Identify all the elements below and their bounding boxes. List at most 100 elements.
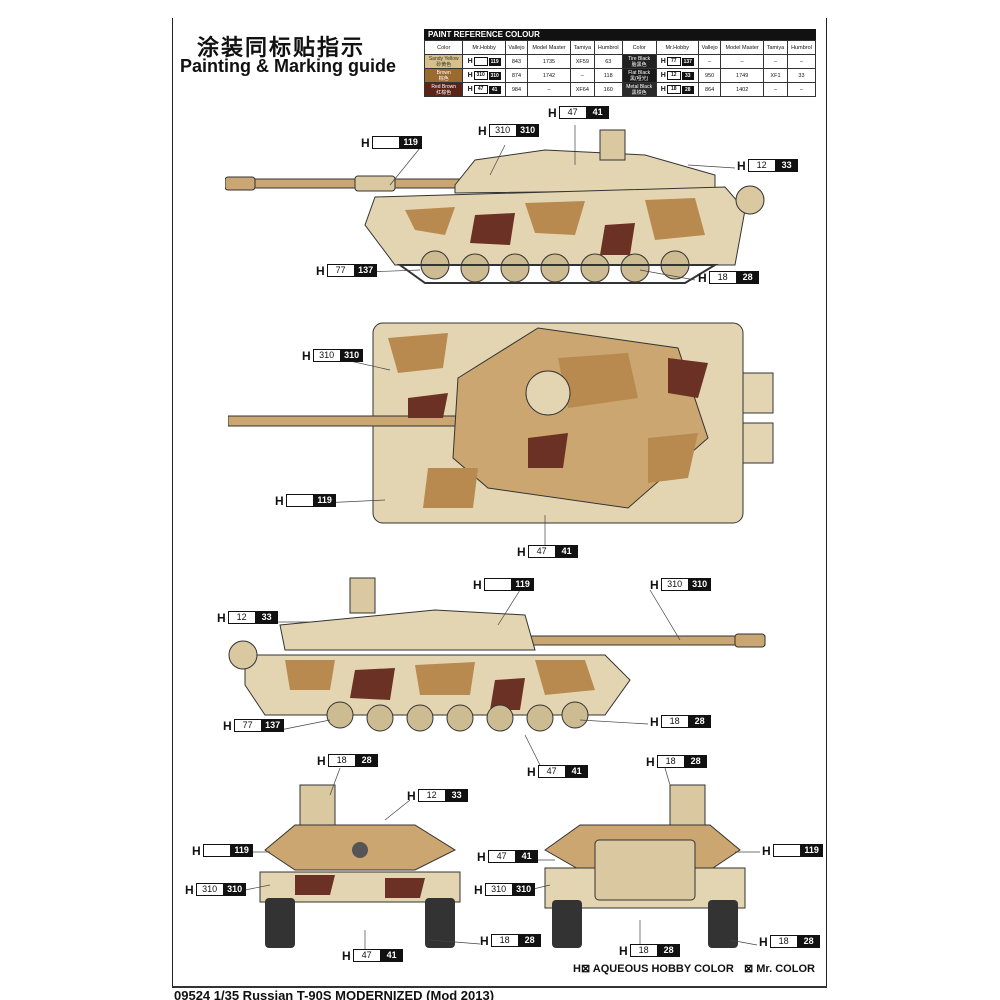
aqueous-code: 310	[473, 71, 488, 80]
color-name-cn: 黑(哑光)	[629, 75, 649, 82]
h-label: H	[698, 270, 707, 285]
h-label: H	[474, 882, 483, 897]
h-label: H	[548, 105, 557, 120]
h-label: H	[467, 86, 473, 93]
vallejo-cell: 984	[504, 82, 529, 97]
h-label: H	[478, 123, 487, 138]
tank-rear-view	[544, 784, 746, 948]
aqueous-code: 18	[660, 715, 689, 728]
mr-color-code: 310	[223, 883, 246, 896]
h-label: H	[480, 933, 489, 948]
mr-color-code: 28	[657, 944, 680, 957]
h-label: H	[473, 577, 482, 592]
aqueous-code: 18	[629, 944, 658, 957]
aqueous-code: 310	[484, 883, 513, 896]
mr-color-code: 41	[515, 850, 538, 863]
mr-color-code: 137	[261, 719, 284, 732]
mr-color-code: 28	[688, 715, 711, 728]
mr-color-code: 137	[681, 57, 694, 66]
h-label: H	[660, 86, 666, 93]
aqueous-code: 12	[227, 611, 256, 624]
aqueous-code: 12	[417, 789, 446, 802]
aqueous-code: 18	[327, 754, 356, 767]
mr-color-code: 119	[230, 844, 253, 857]
h-label: H	[650, 714, 659, 729]
vallejo-cell: 864	[697, 82, 722, 97]
aqueous-code: 18	[708, 271, 737, 284]
h-label: H	[467, 58, 473, 65]
color-name-cn: 砂黄色	[436, 61, 452, 68]
aqueous-code: 310	[488, 124, 517, 137]
h-label: H	[759, 934, 768, 949]
h-label: H	[217, 610, 226, 625]
h-label: H	[467, 72, 473, 79]
mr-color-code: 310	[340, 349, 363, 362]
mr-color-code: 28	[684, 755, 707, 768]
mr-color-code: 33	[681, 71, 694, 80]
tamiya-cell: XF64	[569, 82, 595, 97]
h-label: H	[660, 58, 666, 65]
color-name: Flat Black	[628, 69, 651, 76]
title-english: Painting & Marking guide	[180, 56, 397, 76]
humbrol-cell: –	[786, 82, 817, 97]
aqueous-code: 310	[660, 578, 689, 591]
color-name-cn: 黑铁色	[631, 89, 647, 96]
h-label: H	[477, 849, 486, 864]
legend-mr-color: ⊠ Mr. COLOR	[744, 963, 815, 975]
footer-kit-title: 09524 1/35 Russian T-90S MODERNIZED (Mod…	[174, 988, 495, 1000]
h-label: H	[317, 753, 326, 768]
mr-color-code: 41	[586, 106, 609, 119]
h-label: H	[361, 135, 370, 150]
mr-color-code: 41	[488, 85, 501, 94]
mr-color-code: 119	[399, 136, 422, 149]
h-label: H	[737, 158, 746, 173]
paint-table-heading: PAINT REFERENCE COLOUR	[424, 29, 816, 40]
frame-right-line	[826, 18, 827, 986]
tank-side-view-right	[228, 577, 766, 732]
tank-side-view-left	[225, 129, 765, 284]
h-label: H	[527, 764, 536, 779]
legend-aqueous: H⊠ AQUEOUS HOBBY COLOR	[573, 963, 734, 975]
mr-color-code: 41	[380, 949, 403, 962]
aqueous-code: 47	[473, 85, 488, 94]
h-label: H	[762, 843, 771, 858]
h-label: H	[407, 788, 416, 803]
h-label: H	[342, 948, 351, 963]
mr-color-code: 28	[797, 935, 820, 948]
mr-color-code: 119	[488, 57, 501, 66]
callout-side-gun-sandy: H 119	[361, 135, 422, 150]
aqueous-code: 12	[747, 159, 776, 172]
h-label: H	[660, 72, 666, 79]
aqueous-code	[483, 578, 512, 591]
color-name-cn: 红棕色	[436, 89, 452, 96]
aqueous-code: 77	[326, 264, 355, 277]
mr-color-code: 119	[313, 494, 336, 507]
title-chinese: 涂装同标贴指示	[197, 35, 366, 60]
aqueous-code: 18	[490, 934, 519, 947]
